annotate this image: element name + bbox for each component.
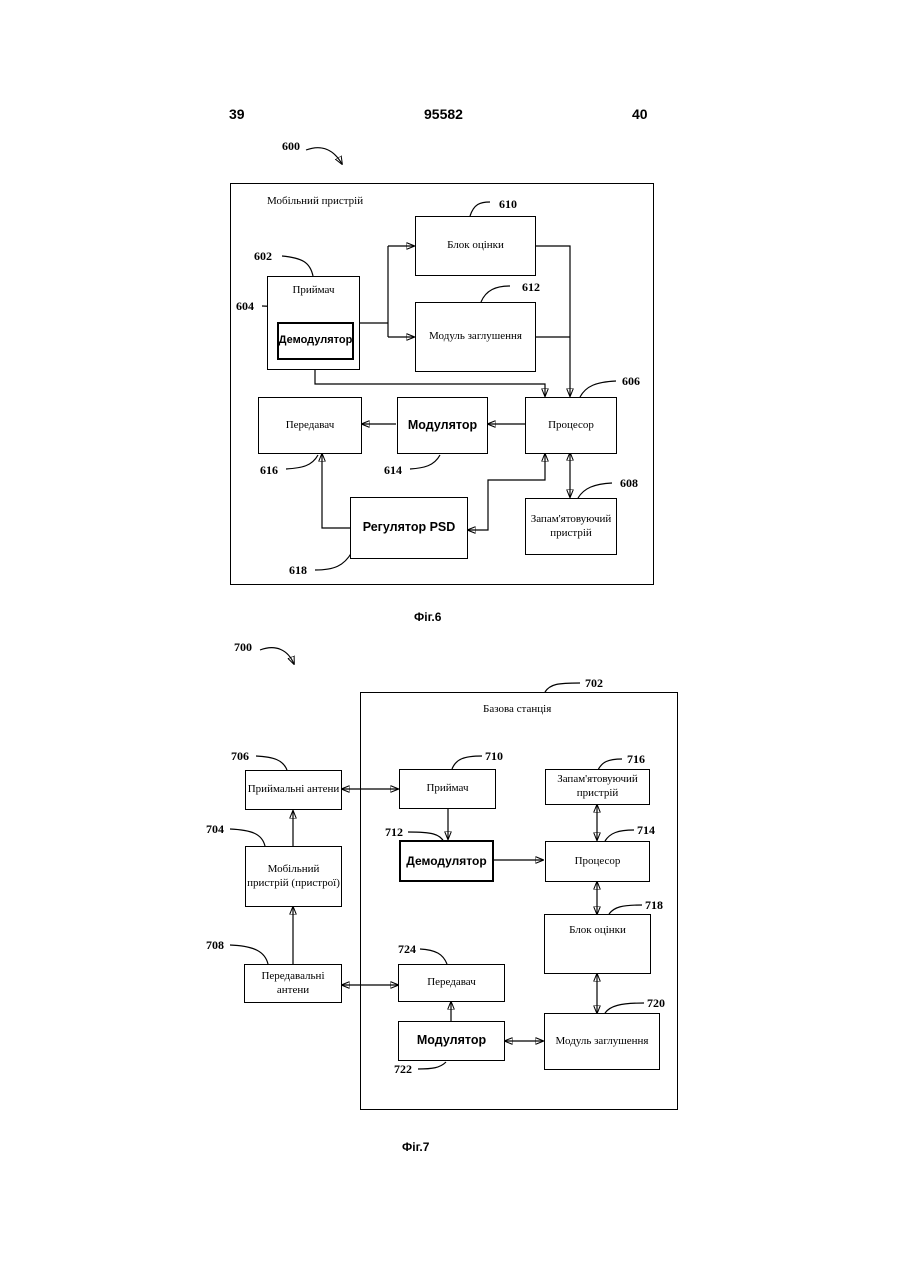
fig7-processor-ref: 714 — [637, 823, 655, 838]
fig6-receiver-ref: 602 — [254, 249, 272, 264]
page-number-right: 40 — [632, 106, 648, 122]
fig7-suppression-ref: 720 — [647, 996, 665, 1011]
fig7-demodulator-block: Демодулятор — [399, 840, 494, 882]
fig7-frame-ref: 702 — [585, 676, 603, 691]
fig6-psd-regulator-block: Регулятор PSD — [350, 497, 468, 559]
fig6-suppression-ref: 612 — [522, 280, 540, 295]
fig6-caption: Фіг.6 — [414, 610, 441, 624]
fig6-memory-block: Запам'ятовуючий пристрій — [525, 498, 617, 555]
fig7-caption: Фіг.7 — [402, 1140, 429, 1154]
fig7-modulator-block: Модулятор — [398, 1021, 505, 1061]
fig6-transmitter-ref: 616 — [260, 463, 278, 478]
fig6-receiver-label: Приймач — [292, 284, 334, 298]
fig6-modulator-block: Модулятор — [397, 397, 488, 454]
fig7-tx-antennas-ref: 708 — [206, 938, 224, 953]
fig6-transmitter-block: Передавач — [258, 397, 362, 454]
fig7-transmitter-ref: 724 — [398, 942, 416, 957]
fig7-transmitter-block: Передавач — [398, 964, 505, 1002]
fig7-processor-block: Процесор — [545, 841, 650, 882]
fig7-estimator-block: Блок оцінки — [544, 914, 651, 974]
fig7-estimator-ref: 718 — [645, 898, 663, 913]
fig6-psd-ref: 618 — [289, 563, 307, 578]
patent-number: 95582 — [424, 106, 463, 122]
fig6-demodulator-ref: 604 — [236, 299, 254, 314]
fig6-ref-pointer — [306, 148, 342, 164]
fig7-receiver-ref: 710 — [485, 749, 503, 764]
fig7-mobile-ref: 704 — [206, 822, 224, 837]
fig7-memory-ref: 716 — [627, 752, 645, 767]
fig6-ref: 600 — [282, 139, 300, 154]
fig6-memory-ref: 608 — [620, 476, 638, 491]
fig7-rx-antennas-block: Приймальні антени — [245, 770, 342, 810]
fig6-demodulator-block: Демодулятор — [277, 322, 354, 360]
fig6-suppression-module: Модуль заглушення — [415, 302, 536, 372]
fig7-ref: 700 — [234, 640, 252, 655]
fig7-suppression-module: Модуль заглушення — [544, 1013, 660, 1070]
fig7-rx-antennas-ref: 706 — [231, 749, 249, 764]
fig6-processor-ref: 606 — [622, 374, 640, 389]
fig7-modulator-ref: 722 — [394, 1062, 412, 1077]
fig7-mobile-devices-block: Мобільний пристрій (пристрої) — [245, 846, 342, 907]
fig7-ref-pointer — [260, 648, 294, 664]
fig7-tx-antennas-block: Передавальні антени — [244, 964, 342, 1003]
fig7-memory-block: Запам'ятовуючий пристрій — [545, 769, 650, 805]
fig6-processor-block: Процесор — [525, 397, 617, 454]
fig7-demodulator-ref: 712 — [385, 825, 403, 840]
fig7-receiver-block: Приймач — [399, 769, 496, 809]
fig6-estimator-block: Блок оцінки — [415, 216, 536, 276]
page-number-left: 39 — [229, 106, 245, 122]
fig6-modulator-ref: 614 — [384, 463, 402, 478]
fig6-frame-title: Мобільний пристрій — [267, 195, 363, 207]
fig7-estimator-label: Блок оцінки — [569, 924, 626, 938]
fig6-estimator-ref: 610 — [499, 197, 517, 212]
fig7-frame-title: Базова станція — [483, 703, 551, 715]
